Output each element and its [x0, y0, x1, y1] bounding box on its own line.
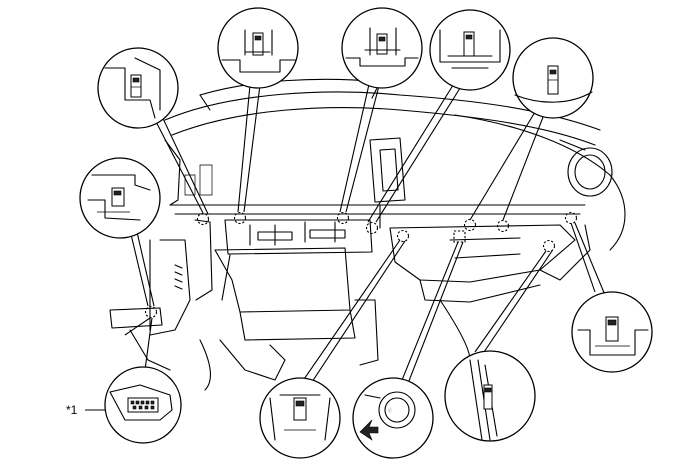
leader-lines [85, 79, 606, 411]
clip-marker-4 [365, 221, 379, 235]
zoom-upper-left [97, 47, 179, 129]
clip-marker-11 [144, 305, 158, 319]
instrument-panel-assembly [109, 78, 626, 391]
button-imprint: ⓡ [388, 407, 392, 413]
clip-icon [483, 384, 493, 410]
zoom-right [571, 291, 653, 373]
clip-marker-8 [496, 219, 510, 233]
clip-marker-2 [233, 211, 247, 225]
clip-marker-10 [542, 239, 556, 253]
clip-marker-7 [463, 218, 477, 232]
clip-marker-5 [396, 229, 410, 243]
zoom-top-center-right [429, 9, 511, 91]
connector-icon [127, 397, 159, 413]
zoom-bottom-right [444, 350, 536, 442]
zoom-bottom-center-left [259, 377, 341, 459]
clip-icon [252, 32, 264, 56]
connector-pins [130, 400, 155, 410]
callout-label-1: *1 [66, 403, 78, 417]
clip-icon [111, 187, 125, 207]
clip-icon [130, 74, 142, 98]
clip-marker-1 [196, 212, 210, 226]
zoom-lower-left [104, 366, 182, 444]
zoom-top-center [341, 7, 423, 89]
zoom-left-side [79, 157, 161, 239]
clip-icon [376, 33, 388, 55]
zoom-top-right [512, 37, 594, 119]
clip-marker-3 [336, 211, 350, 225]
arrow-icon [359, 419, 379, 441]
clip-marker-6 [453, 230, 466, 243]
zoom-bottom-center: ⓡ [352, 377, 434, 459]
zoom-top-left [217, 7, 299, 89]
